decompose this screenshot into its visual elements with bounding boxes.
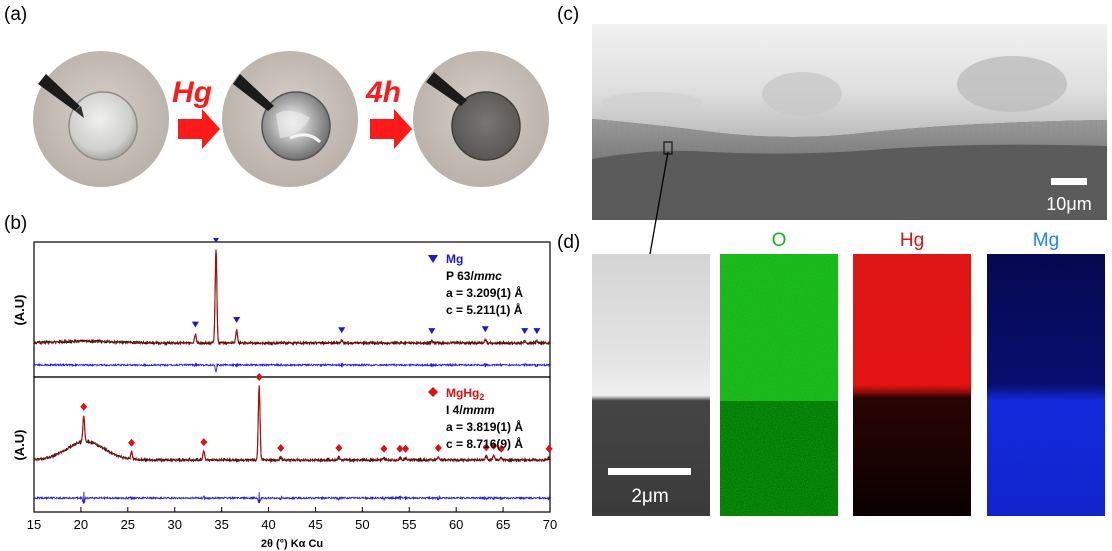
scalebar-d: [608, 468, 691, 475]
photo-reacted-disc: [413, 51, 549, 187]
mghg2-peak-marker: [200, 438, 208, 447]
panel-label-d: (d): [557, 232, 581, 253]
arrow2-label: 4h: [366, 76, 402, 109]
y-axis-label-bottom: (A.U): [12, 429, 27, 460]
mghg2-peak-marker: [255, 373, 263, 381]
eds-map-mg: [987, 254, 1105, 516]
sem-zoom-image: 2μm: [592, 254, 710, 516]
scalebar-c-label: 10μm: [1046, 194, 1091, 214]
arrow-right-icon: [178, 109, 220, 149]
mghg2-peak-marker: [490, 441, 498, 450]
photo-mg-disc: [33, 51, 169, 187]
triangle-marker-icon: [428, 255, 438, 263]
xrd-chart: 15 20 25 30 35 40 45 50 55 60 65 70 (A.U) (A.U) 2θ …: [12, 238, 557, 550]
x-tick-label: 25: [121, 517, 135, 532]
mg-peak-marker: [481, 326, 489, 333]
y-axis-label-top: (A.U): [12, 294, 27, 325]
mg-peak-marker: [213, 238, 219, 243]
mghg2-peak-marker: [434, 444, 442, 453]
difference-series-1: [33, 491, 551, 504]
mghg2-peak-marker: [402, 444, 410, 453]
arrow1-label: Hg: [172, 76, 212, 109]
x-tick-label: 70: [543, 517, 557, 532]
x-tick-label: 30: [167, 517, 181, 532]
panel-label-a: (a): [4, 4, 28, 25]
mghg2-peak-marker: [497, 444, 505, 453]
x-tick-label: 15: [27, 517, 41, 532]
subplot-frame-mghg2: [33, 376, 551, 513]
legend-phase-mghg2: MgHg2: [446, 386, 484, 402]
calculated-series-1: [34, 385, 551, 461]
panel-label-b: (b): [4, 213, 28, 234]
scalebar-c: [1051, 178, 1087, 185]
sem-cross-section: 10μm: [592, 24, 1107, 220]
mghg2-peak-marker: [128, 438, 136, 447]
photo-hg-coated-disc: [222, 51, 358, 187]
difference-series-0: [33, 362, 551, 374]
legend-phase-mg: Mg: [446, 252, 463, 266]
x-tick-label: 20: [74, 517, 88, 532]
x-axis-label: 2θ (°) Kα Cu: [261, 538, 323, 550]
mghg2-peak-marker: [380, 444, 388, 453]
map-title-hg: Hg: [899, 230, 925, 251]
mg-peak-marker: [521, 328, 529, 335]
zoom-connector-line: [649, 151, 669, 255]
legend-sg-mg: P 63/mmc: [446, 269, 502, 283]
mghg2-peak-marker: [335, 444, 343, 453]
mg-peak-marker: [533, 328, 541, 335]
diamond-marker-icon: [428, 387, 438, 397]
legend-mghg2: MgHg2 I 4/mmm a = 3.819(1) Å c = 8.716(9…: [428, 386, 523, 451]
mg-peak-marker: [191, 321, 199, 328]
x-tick-label: 50: [355, 517, 369, 532]
eds-map-hg: [853, 254, 971, 516]
legend-c-mg: c = 5.211(1) Å: [446, 302, 523, 317]
legend-mg: Mg P 63/mmc a = 3.209(1) Å c = 5.211(1) …: [428, 252, 523, 317]
panel-label-c: (c): [557, 4, 580, 25]
mghg2-peak-marker: [545, 444, 553, 453]
arrow-right-icon: [370, 109, 412, 149]
mg-peak-marker: [338, 327, 346, 334]
map-title-o: O: [771, 230, 787, 251]
mg-peak-marker: [428, 328, 436, 335]
mghg2-peak-marker: [277, 444, 285, 453]
mg-peak-marker: [233, 316, 241, 323]
legend-sg-mghg2: I 4/mmm: [446, 403, 495, 417]
mghg2-peak-marker: [80, 402, 88, 411]
x-tick-label: 60: [449, 517, 463, 532]
legend-a-mg: a = 3.209(1) Å: [446, 285, 523, 300]
x-tick-label: 40: [261, 517, 275, 532]
mghg2-peak-marker: [482, 443, 490, 452]
x-tick-label: 35: [214, 517, 228, 532]
x-tick-label: 55: [402, 517, 416, 532]
x-tick-label: 45: [308, 517, 322, 532]
calculated-series-0: [34, 249, 550, 344]
eds-map-o: [720, 254, 838, 516]
mghg2-peak-marker: [396, 444, 404, 453]
map-title-mg: Mg: [1032, 230, 1060, 251]
x-tick-label: 65: [496, 517, 510, 532]
legend-c-mghg2: c = 8.716(9) Å: [446, 436, 523, 451]
panel-a-photos: [33, 51, 549, 187]
legend-a-mghg2: a = 3.819(1) Å: [446, 419, 523, 434]
scalebar-d-label: 2μm: [631, 486, 668, 507]
